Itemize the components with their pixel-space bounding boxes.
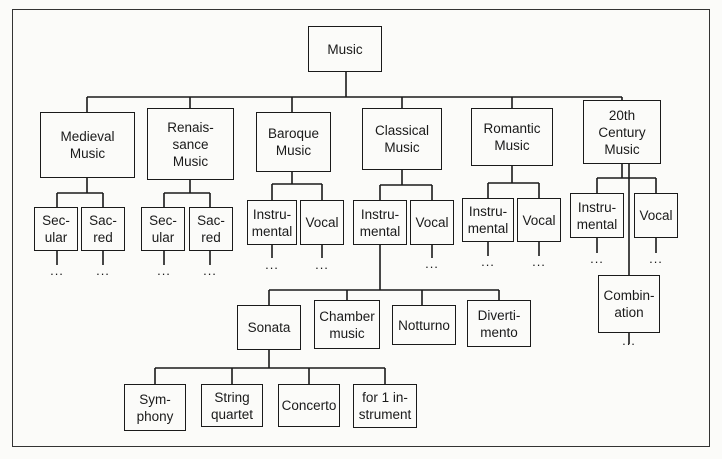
node-renaissance-secular: Sec- ular bbox=[141, 207, 185, 251]
node-notturno: Notturno bbox=[392, 305, 456, 345]
ellipsis-baroque-instrumental: ... bbox=[265, 257, 279, 272]
node-classical-vocal: Vocal bbox=[410, 200, 454, 245]
node-music: Music bbox=[308, 26, 382, 72]
node-20th-century-vocal: Vocal bbox=[634, 193, 678, 238]
ellipsis-combination: ... bbox=[622, 333, 636, 348]
ellipsis-renaissance-sacred: ... bbox=[203, 263, 217, 278]
node-romantic-vocal: Vocal bbox=[517, 198, 561, 242]
ellipsis-medieval-sacred: ... bbox=[96, 263, 110, 278]
node-romantic-instrumental: Instru- mental bbox=[462, 198, 514, 242]
diagram-frame bbox=[12, 9, 710, 447]
node-chamber-music: Chamber music bbox=[314, 300, 380, 349]
ellipsis-medieval-secular: ... bbox=[50, 263, 64, 278]
ellipsis-20th-century-vocal: ... bbox=[649, 251, 663, 266]
node-medieval-secular: Sec- ular bbox=[34, 207, 78, 251]
node-renaissance-music: Renais- sance Music bbox=[147, 108, 234, 180]
ellipsis-baroque-vocal: ... bbox=[315, 257, 329, 272]
node-romantic-music: Romantic Music bbox=[471, 108, 553, 166]
ellipsis-romantic-instrumental: ... bbox=[481, 254, 495, 269]
node-for-1-instrument: for 1 in- strument bbox=[353, 384, 417, 428]
ellipsis-renaissance-secular: ... bbox=[157, 263, 171, 278]
node-concerto: Concerto bbox=[278, 384, 340, 427]
node-renaissance-sacred: Sac- red bbox=[189, 207, 233, 251]
ellipsis-20th-century-instrumental: ... bbox=[590, 251, 604, 266]
ellipsis-classical-vocal: ... bbox=[425, 256, 439, 271]
node-symphony: Sym- phony bbox=[124, 384, 186, 431]
node-string-quartet: String quartet bbox=[201, 384, 263, 427]
node-divertimento: Diverti- mento bbox=[467, 300, 531, 347]
node-sonata: Sonata bbox=[237, 305, 301, 350]
node-classical-instrumental: Instru- mental bbox=[353, 200, 407, 245]
node-medieval-music: Medieval Music bbox=[40, 112, 135, 178]
node-baroque-music: Baroque Music bbox=[256, 112, 331, 172]
node-combination: Combin- ation bbox=[598, 275, 660, 333]
node-20th-century-music: 20th Century Music bbox=[583, 100, 661, 164]
ellipsis-romantic-vocal: ... bbox=[532, 254, 546, 269]
node-20th-century-instrumental: Instru- mental bbox=[570, 193, 624, 238]
node-baroque-vocal: Vocal bbox=[300, 200, 344, 245]
node-classical-music: Classical Music bbox=[362, 108, 442, 170]
node-medieval-sacred: Sac- red bbox=[81, 207, 125, 251]
node-baroque-instrumental: Instru- mental bbox=[247, 200, 297, 245]
